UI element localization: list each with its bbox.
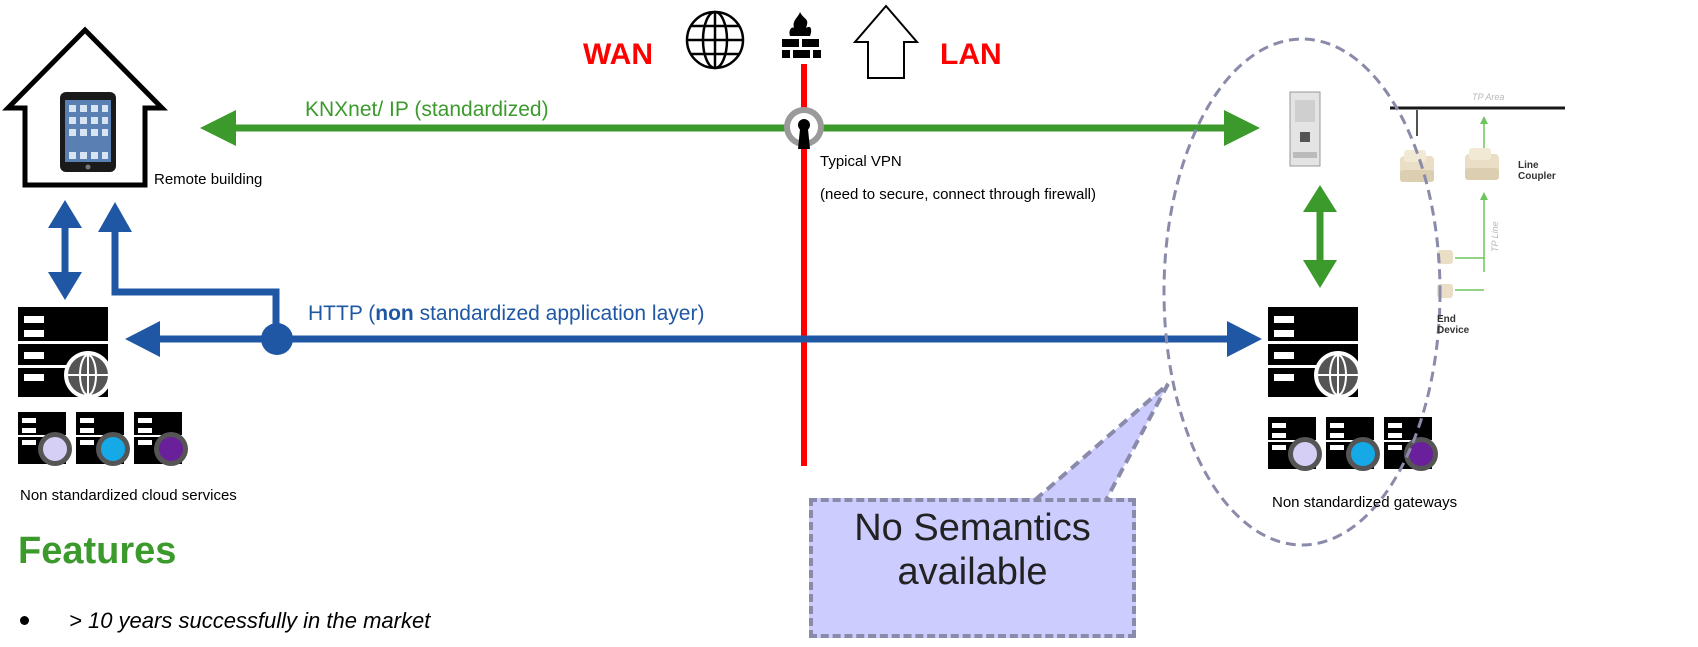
knx-ip-router-icon <box>1289 91 1321 167</box>
bullet-dot <box>20 615 29 625</box>
tablet-icon <box>60 92 116 172</box>
gateways-label: Non standardized gateways <box>1272 494 1458 511</box>
end-device-word-1: End <box>1437 314 1456 325</box>
http-arrow <box>125 321 1262 357</box>
vpn-note: (need to secure, connect through firewal… <box>820 186 1096 203</box>
end-device-word-2: Device <box>1437 325 1470 336</box>
http-label-bold: non <box>375 302 414 325</box>
gateway-region-ellipse <box>1162 37 1442 547</box>
feature-item: > 10 years successfully in the market <box>20 608 430 634</box>
http-label-suffix: standardized application layer) <box>413 302 705 325</box>
line-coupler-word-1: Line <box>1518 160 1539 171</box>
lan-label: LAN <box>940 38 1002 71</box>
callout-tail <box>1029 382 1170 502</box>
callout-line-2: available <box>897 551 1048 593</box>
features-title: Features <box>18 530 177 572</box>
tp-area-label: TP Area <box>1472 92 1505 102</box>
knxnet-label: KNXnet/ IP (standardized) <box>305 98 549 121</box>
vpn-label: Typical VPN <box>820 153 902 170</box>
firewall-icon <box>782 12 821 58</box>
http-label-prefix: HTTP ( <box>308 302 376 325</box>
router-gateway-double-arrow <box>1303 185 1337 288</box>
house-outline-icon <box>852 4 920 79</box>
keyhole-icon <box>784 107 824 149</box>
globe-icon <box>685 10 745 70</box>
http-label: HTTP (non standardized application layer… <box>308 302 704 326</box>
remote-cloud-double-arrow <box>48 200 82 300</box>
gateway-server-icon <box>1267 306 1363 400</box>
remote-building-label: Remote building <box>154 171 263 188</box>
cloud-services-label: Non standardized cloud services <box>20 487 237 504</box>
tp-topology <box>1390 106 1565 298</box>
gateways-icon <box>1268 417 1438 471</box>
wan-label: WAN <box>583 38 653 71</box>
cloud-services-icon <box>18 412 188 466</box>
tp-line-label: TP Line <box>1490 221 1500 252</box>
knxnet-arrow <box>200 110 1260 146</box>
cloud-server-icon <box>17 306 113 400</box>
no-semantics-callout: No Semantics available <box>809 498 1136 638</box>
line-coupler-word-2: Coupler <box>1518 171 1556 182</box>
building-http-connector <box>98 202 280 338</box>
callout-line-1: No Semantics <box>854 507 1091 549</box>
feature-item-text: > 10 years successfully in the market <box>69 608 431 633</box>
